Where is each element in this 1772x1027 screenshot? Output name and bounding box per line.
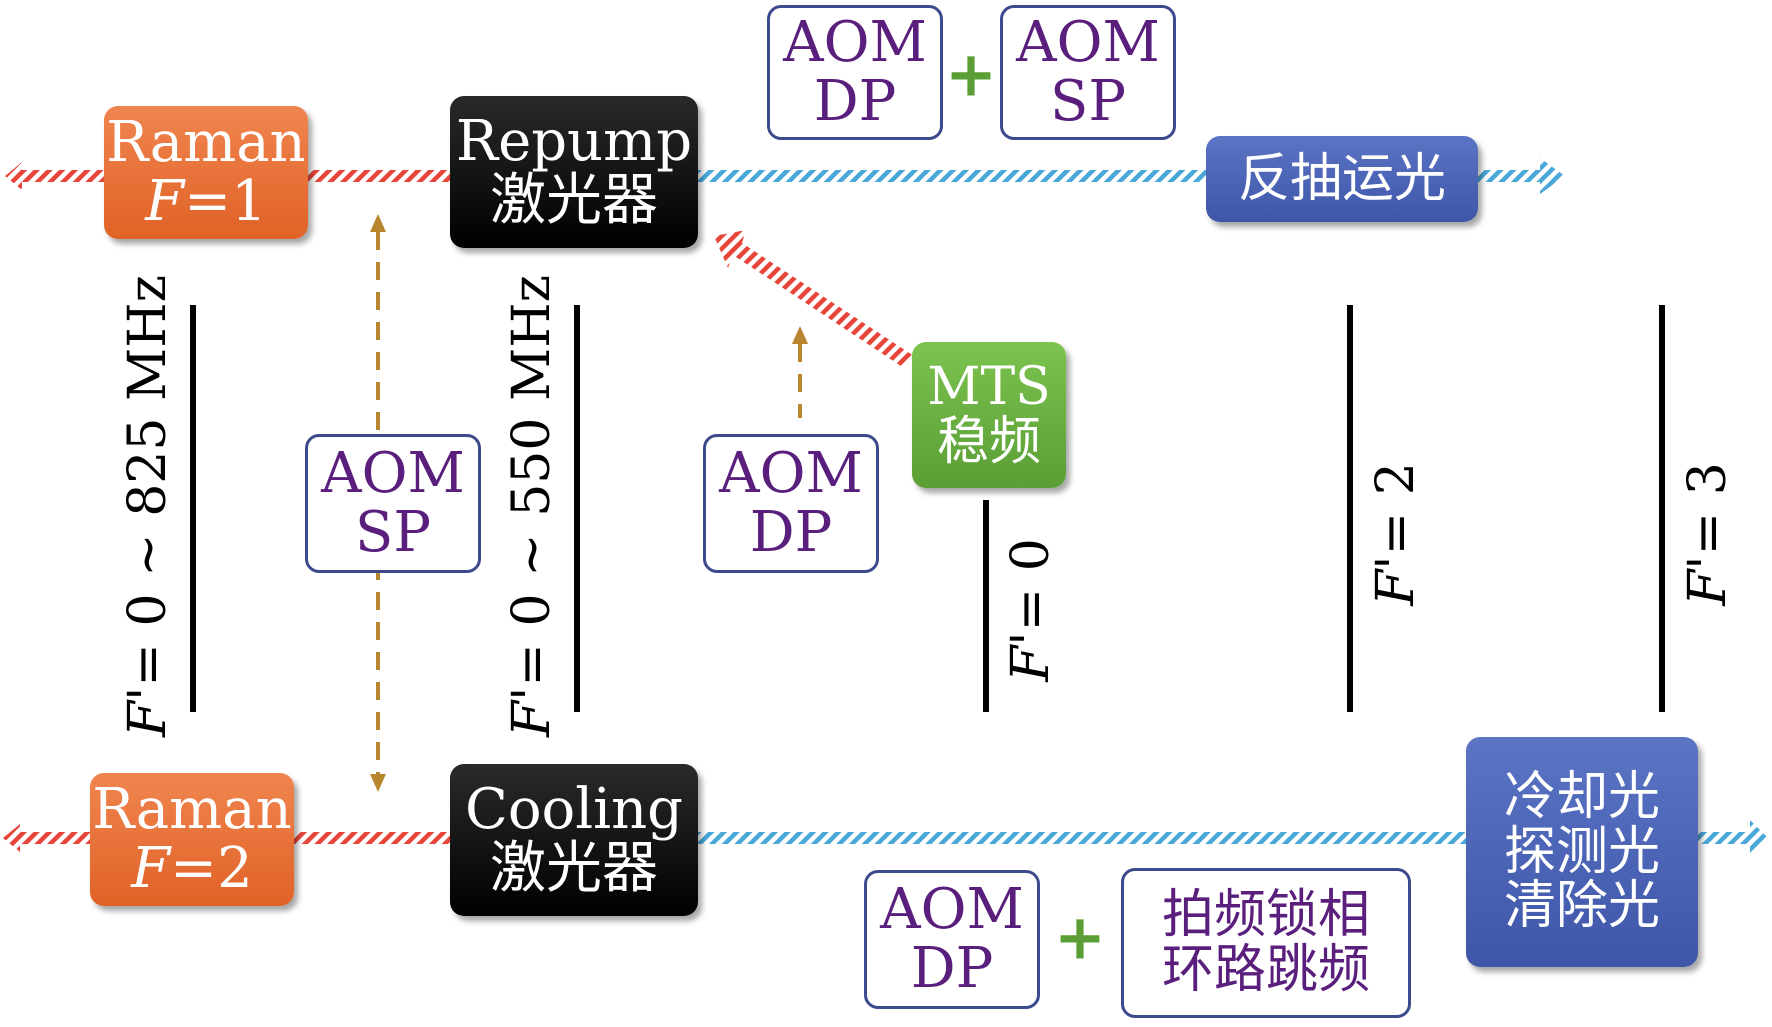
- aom-sp-mid-line1: AOM: [321, 440, 465, 506]
- mts-label: 稳频: [936, 412, 1041, 472]
- aom-sp-top-line2: SP: [1049, 68, 1127, 134]
- label-laser-range-text: '= 0 ~ 550 MHz: [502, 275, 562, 701]
- blue-beam-bottom: [695, 820, 1768, 856]
- cooling-laser-name: Cooling: [464, 777, 683, 843]
- raman-f1-var: F: [145, 168, 185, 234]
- label-raman-range-var: F: [118, 700, 178, 737]
- mts-box: MTS 稳频: [912, 342, 1066, 488]
- aom-sp-top-box: AOM SP: [1000, 5, 1176, 140]
- label-f0-var: F: [1001, 645, 1061, 682]
- aom-dp-bottom-line2: DP: [910, 935, 994, 1001]
- aom-sp-mid-line2: SP: [354, 499, 432, 565]
- dashed-arrowhead-up: [370, 214, 386, 232]
- label-f0: F'= 0: [1001, 538, 1061, 682]
- raman-f2-box: Raman F=2: [90, 773, 294, 906]
- label-f2-var: F: [1366, 569, 1426, 606]
- raman-f1-line2: F=1: [145, 172, 266, 232]
- repump-laser-name: Repump: [455, 109, 693, 175]
- cooling-output-box: 冷却光 探测光 清除光: [1466, 737, 1698, 967]
- raman-f1-box: Raman F=1: [104, 106, 308, 239]
- label-f3-text: '= 3: [1678, 462, 1738, 570]
- raman-f2-line1: Raman: [92, 776, 292, 842]
- label-f3: F'= 3: [1678, 462, 1738, 606]
- repump-output-label: 反抽运光: [1237, 148, 1446, 209]
- cooling-laser-label: 激光器: [490, 836, 658, 901]
- aom-dp-mid-line1: AOM: [719, 440, 863, 506]
- raman-f2-var: F: [131, 835, 171, 901]
- beat-lock-line2: 环路跳频: [1161, 940, 1370, 1000]
- repump-laser-box: Repump 激光器: [450, 96, 698, 248]
- label-raman-range: F'= 0 ~ 825 MHz: [118, 275, 178, 737]
- beat-lock-box: 拍频锁相 环路跳频: [1121, 868, 1411, 1018]
- raman-f2-value: =2: [170, 835, 253, 901]
- beat-lock-line1: 拍频锁相: [1161, 885, 1370, 946]
- aom-dp-mid-line2: DP: [749, 499, 833, 565]
- aom-dp-top-line1: AOM: [783, 9, 927, 75]
- label-f0-text: '= 0: [1001, 538, 1061, 646]
- cooling-laser-box: Cooling 激光器: [450, 764, 698, 916]
- cooling-output-2: 探测光: [1503, 821, 1660, 882]
- label-raman-range-text: '= 0 ~ 825 MHz: [118, 275, 178, 701]
- cooling-output-1: 冷却光: [1503, 767, 1660, 828]
- label-f2: F'= 2: [1366, 462, 1426, 606]
- aom-dp-bottom-line1: AOM: [880, 876, 1024, 942]
- label-f2-text: '= 2: [1366, 462, 1426, 570]
- raman-f2-line2: F=2: [131, 839, 252, 899]
- blue-beam-top: [695, 158, 1565, 194]
- cooling-output-3: 清除光: [1503, 876, 1660, 937]
- raman-f1-value: =1: [184, 168, 267, 234]
- mts-name: MTS: [927, 357, 1051, 418]
- aom-sp-top-line1: AOM: [1016, 9, 1160, 75]
- aom-dp-bottom-box: AOM DP: [864, 870, 1040, 1009]
- label-laser-range-var: F: [502, 700, 562, 737]
- repump-laser-label: 激光器: [490, 168, 658, 233]
- aom-dp-top-box: AOM DP: [767, 5, 943, 140]
- label-f3-var: F: [1678, 569, 1738, 606]
- aom-sp-mid-box: AOM SP: [305, 434, 481, 573]
- dashed-arrowhead-down: [370, 774, 386, 792]
- repump-output-box: 反抽运光: [1206, 136, 1478, 222]
- aom-dp-top-line2: DP: [813, 68, 897, 134]
- plus-top: +: [945, 37, 997, 111]
- dashed-arrowhead-aom-dp: [792, 326, 808, 344]
- raman-f1-line1: Raman: [106, 109, 306, 175]
- plus-bottom: +: [1054, 900, 1106, 974]
- label-laser-range: F'= 0 ~ 550 MHz: [502, 275, 562, 737]
- mts-feedback-arrow: [714, 230, 914, 368]
- aom-dp-mid-box: AOM DP: [703, 434, 879, 573]
